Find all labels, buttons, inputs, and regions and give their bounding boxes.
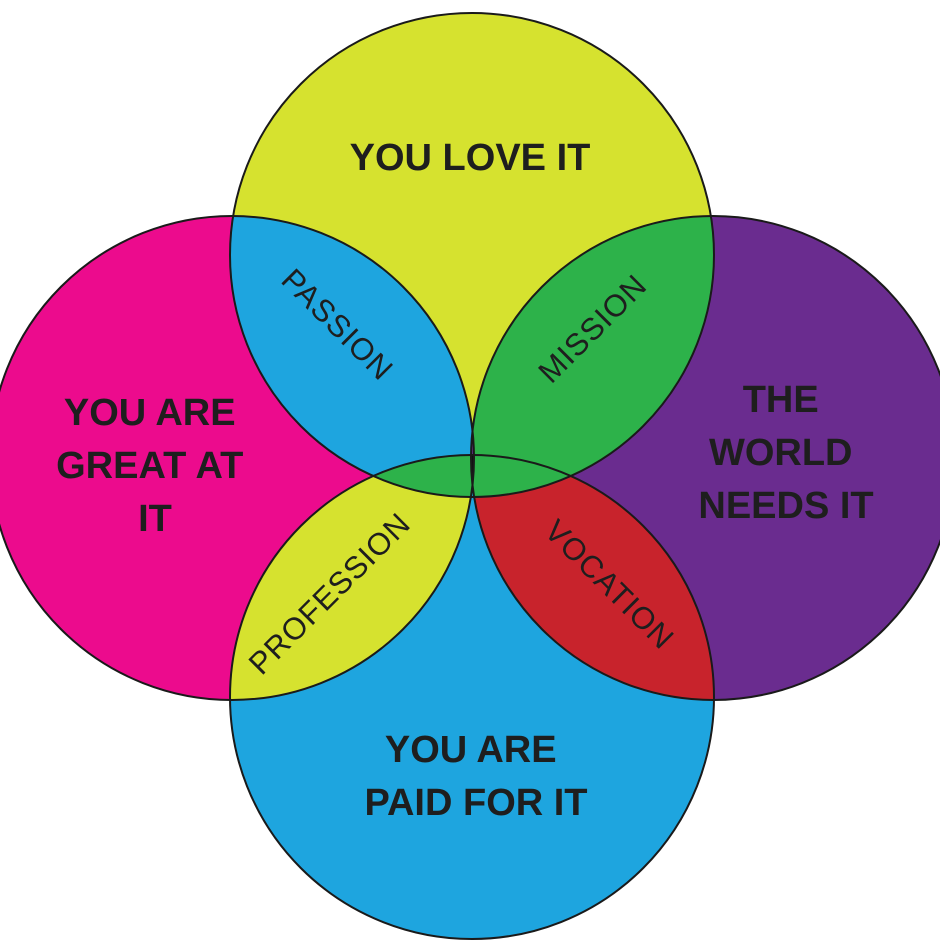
outline-left [0, 215, 475, 701]
outline-bottom [229, 454, 715, 940]
label-paid-for-it: YOU ARE PAID FOR IT [364, 729, 587, 824]
outline-top [229, 12, 715, 498]
label-world-needs-it: THE WORLD NEEDS IT [698, 379, 873, 527]
label-great-at-it: YOU ARE GREAT AT IT [56, 392, 254, 540]
label-you-love-it: YOU LOVE IT [350, 137, 591, 179]
